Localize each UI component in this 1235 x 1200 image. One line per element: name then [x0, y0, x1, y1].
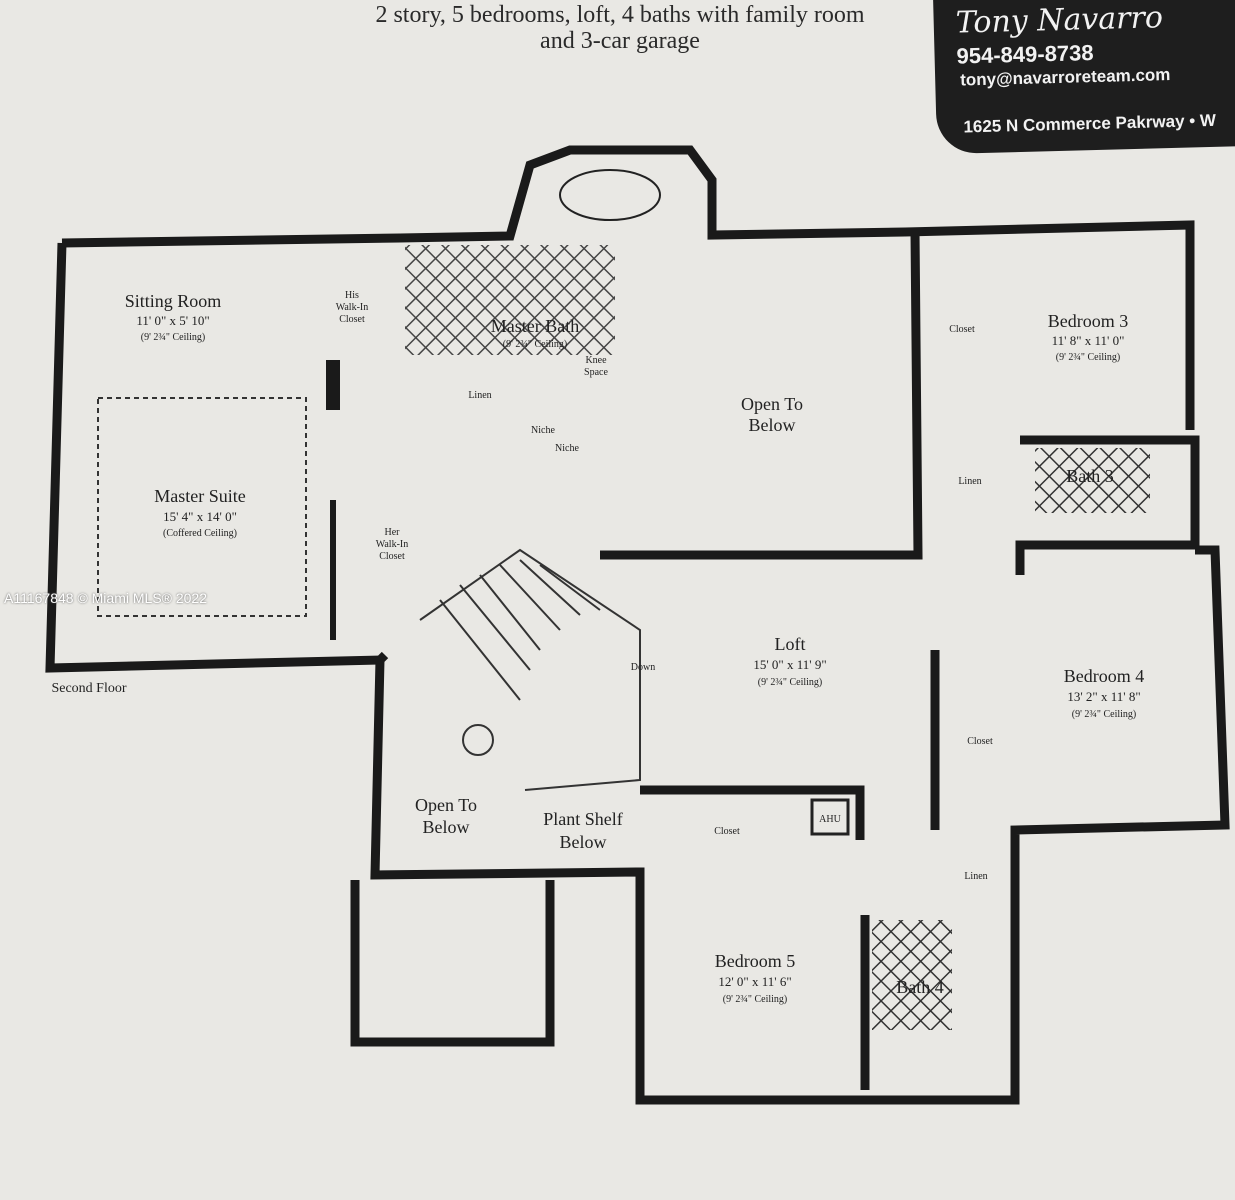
her-closet-label-1: Her: [385, 527, 401, 538]
bathtub-icon: [559, 169, 661, 221]
his-closet-label-3: Closet: [339, 314, 365, 325]
header-line-2: and 3-car garage: [540, 28, 700, 54]
closet-b4-label: Closet: [967, 736, 993, 747]
her-closet-label-2: Walk-In: [376, 539, 409, 550]
his-closet-label-2: Walk-In: [336, 302, 369, 313]
niche-label-1: Niche: [531, 425, 555, 436]
open-below-1-line-1: Open To: [741, 394, 803, 414]
coffered-ceiling-outline: [97, 397, 307, 617]
bedroom3-label: Bedroom 3: [1048, 311, 1129, 331]
linen-b4-label: Linen: [964, 871, 987, 882]
floor-label: Second Floor: [51, 681, 126, 696]
master-bath-ceiling: (9' 2¾" Ceiling): [503, 339, 568, 350]
bedroom5-dims: 12' 0" x 11' 6": [718, 974, 791, 989]
sitting-room-label: Sitting Room: [125, 291, 222, 311]
bath4-label: Bath 4: [896, 977, 944, 997]
plan-header: 2 story, 5 bedrooms, loft, 4 baths with …: [300, 2, 940, 54]
bedroom4-dims: 13' 2" x 11' 8": [1067, 689, 1140, 704]
bath4-tile: [872, 920, 952, 1030]
stairs-down-label: Down: [631, 662, 655, 673]
linen-b3-label: Linen: [958, 476, 981, 487]
master-suite-ceiling: (Coffered Ceiling): [163, 528, 237, 539]
knee-space-label-2: Space: [584, 367, 608, 378]
sitting-room-ceiling: (9' 2¾" Ceiling): [141, 332, 206, 343]
closet-b5-label: Closet: [714, 826, 740, 837]
bedroom4-ceiling: (9' 2¾" Ceiling): [1072, 709, 1137, 720]
bedroom3-ceiling: (9' 2¾" Ceiling): [1056, 352, 1121, 363]
plant-shelf-line-1: Plant Shelf: [543, 809, 623, 829]
master-bath-label: Master Bath: [491, 316, 579, 336]
master-suite-dims: 15' 4" x 14' 0": [163, 509, 237, 524]
open-below-1-line-2: Below: [749, 415, 796, 435]
bath3-label: Bath 3: [1066, 466, 1114, 486]
loft-label: Loft: [775, 634, 806, 654]
plant-shelf-line-2: Below: [560, 832, 607, 852]
open-below-2-line-1: Open To: [415, 795, 477, 815]
open-below-2-line-2: Below: [423, 817, 470, 837]
bedroom3-dims: 11' 8" x 11' 0": [1052, 333, 1125, 348]
loft-ceiling: (9' 2¾" Ceiling): [758, 677, 823, 688]
loft-dims: 15' 0" x 11' 9": [753, 657, 826, 672]
his-closet-label-1: His: [345, 290, 359, 301]
master-bath-tile: [405, 245, 615, 355]
closet-b3-label: Closet: [949, 324, 975, 335]
staircase: [419, 548, 641, 791]
walls: [45, 145, 1230, 1105]
niche-label-2: Niche: [555, 443, 579, 454]
ahu-box: [810, 798, 850, 836]
sitting-room-dims: 11' 0" x 5' 10": [136, 313, 209, 328]
master-suite-label: Master Suite: [154, 486, 246, 506]
her-closet-label-3: Closet: [379, 551, 405, 562]
knee-space-label-1: Knee: [585, 355, 607, 366]
linen-master-label: Linen: [468, 390, 491, 401]
header-line-1: 2 story, 5 bedrooms, loft, 4 baths with …: [375, 2, 865, 28]
bedroom5-ceiling: (9' 2¾" Ceiling): [723, 994, 788, 1005]
ahu-label: AHU: [819, 814, 841, 825]
bath3-tile: [1035, 448, 1150, 513]
bedroom4-label: Bedroom 4: [1064, 666, 1145, 686]
bedroom5-label: Bedroom 5: [715, 951, 796, 971]
mls-watermark: A11167848 © Miami MLS® 2022: [4, 590, 207, 606]
